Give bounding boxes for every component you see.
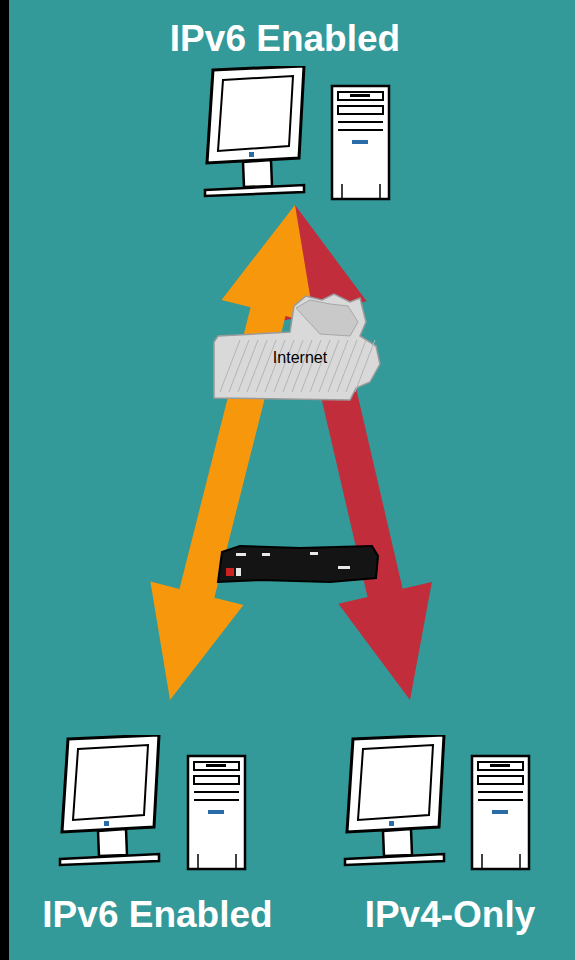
tower-icon [332,86,389,199]
edge-strip [0,0,9,960]
monitor-icon [345,735,444,865]
cloud-hatch [346,340,366,392]
host-label: IPv4-Only [330,894,570,936]
computer-node: IPv6 Enabled [20,700,295,945]
computer-node: IPv6 Enabled [150,8,420,205]
computer-node: IPv4-Only [330,700,570,945]
cloud-hatch [328,340,348,392]
cloud-puff [296,300,358,336]
cloud-hatch [337,340,357,392]
double-arrow [150,205,314,700]
monitor-icon [205,66,304,196]
tower-icon [472,756,529,869]
cloud-hatch [355,340,375,392]
monitor-icon [60,735,159,865]
host-label: IPv6 Enabled [20,894,295,936]
cloud-label: Internet [218,348,382,368]
router-icon [218,546,378,582]
cloud-shape [210,292,382,402]
cloud-outline [214,294,380,400]
host-label: IPv6 Enabled [150,18,420,60]
internet-cloud: Internet [210,292,382,402]
cloud-hatch [220,340,240,392]
cloud-hatch [238,340,258,392]
tower-icon [188,756,245,869]
cloud-hatch [229,340,249,392]
cloud-hatch [247,340,267,392]
